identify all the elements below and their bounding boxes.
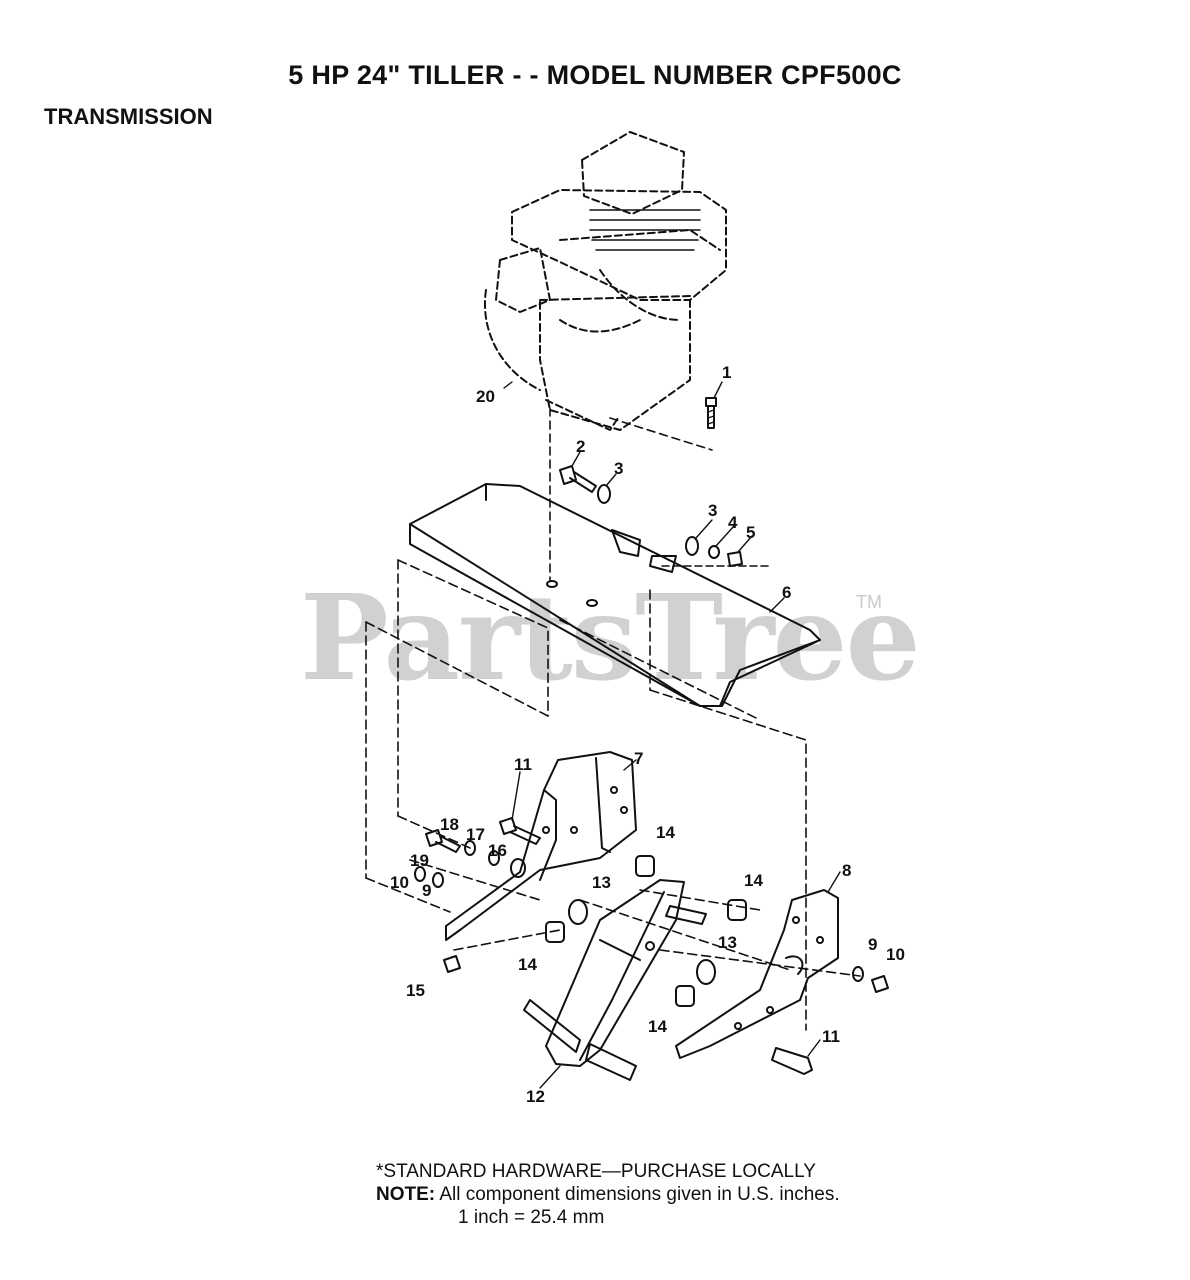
callout-18: 18 — [440, 815, 459, 834]
callout-19: 19 — [410, 851, 429, 870]
tine-shield-part-6 — [409, 483, 821, 707]
callout-11: 11 — [822, 1027, 840, 1046]
dimensions-note: NOTE: All component dimensions given in … — [376, 1183, 840, 1206]
hardware-parts-3-4-5 — [661, 536, 771, 567]
engine-outline — [484, 131, 727, 431]
bracket-part-8 — [675, 889, 889, 1075]
footnotes: *STANDARD HARDWARE—PURCHASE LOCALLY NOTE… — [376, 1160, 840, 1229]
spacers-and-washers — [443, 855, 747, 1007]
callout-labels: 20 1 2 3 3 4 5 6 7 11 19 18 17 16 14 10 … — [390, 363, 905, 1106]
callout-5: 5 — [746, 523, 755, 542]
callout-11: 11 — [514, 755, 532, 774]
callout-6: 6 — [782, 583, 791, 602]
callout-10: 10 — [886, 945, 905, 964]
bolt-part-2 — [559, 465, 611, 504]
callout-4: 4 — [728, 513, 738, 532]
callout-14: 14 — [744, 871, 763, 890]
callout-2: 2 — [576, 437, 585, 456]
callout-12: 12 — [526, 1087, 545, 1106]
section-heading: TRANSMISSION — [44, 104, 213, 129]
callout-leaders — [503, 381, 841, 1089]
note-label: NOTE: — [376, 1184, 436, 1205]
page-title: 5 HP 24" TILLER - - MODEL NUMBER CPF500C — [288, 60, 902, 90]
watermark-trademark: TM — [856, 592, 882, 612]
chaincase-part-12 — [523, 879, 707, 1081]
callout-10: 10 — [390, 873, 409, 892]
callout-9: 9 — [868, 935, 877, 954]
alignment-line-bolt-1 — [609, 417, 713, 451]
standard-hardware-note: *STANDARD HARDWARE—PURCHASE LOCALLY — [376, 1161, 816, 1182]
callout-14: 14 — [656, 823, 675, 842]
callout-14: 14 — [648, 1017, 667, 1036]
callout-8: 8 — [842, 861, 851, 880]
callout-17: 17 — [466, 825, 485, 844]
callout-3: 3 — [614, 459, 623, 478]
unit-conversion: 1 inch = 25.4 mm — [458, 1207, 605, 1228]
callout-20: 20 — [476, 387, 495, 406]
hardware-left-group — [414, 817, 541, 888]
callout-7: 7 — [634, 749, 643, 768]
engine-cooling-fins — [589, 209, 701, 251]
callout-3: 3 — [708, 501, 717, 520]
callout-1: 1 — [722, 363, 731, 382]
callout-13: 13 — [718, 933, 737, 952]
callout-15: 15 — [406, 981, 425, 1000]
callout-13: 13 — [592, 873, 611, 892]
note-text: All component dimensions given in U.S. i… — [439, 1184, 840, 1205]
callout-16: 16 — [488, 841, 507, 860]
bolt-part-1 — [705, 397, 717, 429]
bracket-part-7 — [445, 751, 637, 941]
callout-9: 9 — [422, 881, 431, 900]
assembly-guide-lines — [365, 559, 861, 1031]
callout-14: 14 — [518, 955, 537, 974]
